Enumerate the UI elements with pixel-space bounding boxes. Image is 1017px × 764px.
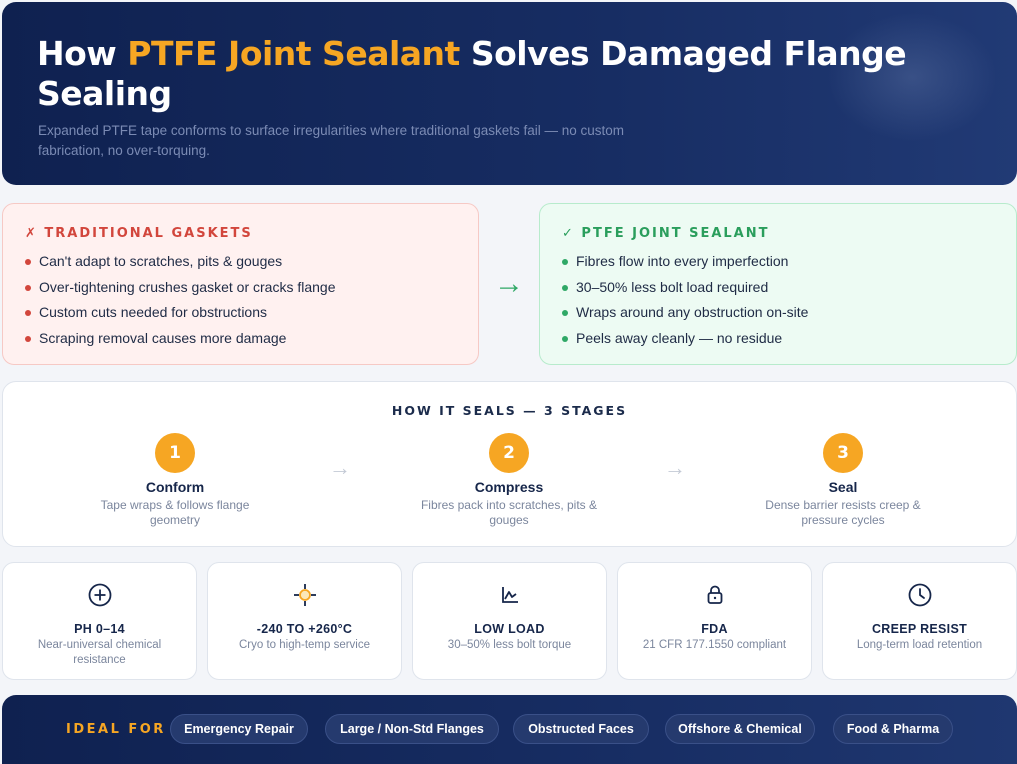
stages-heading: HOW IT SEALS — 3 STAGES — [391, 403, 628, 418]
feature-temperature: -240 TO +260°C Cryo to high-temp service — [207, 562, 402, 680]
list-item: Peels away cleanly — no residue — [562, 326, 994, 352]
arrow-right-icon: → — [329, 455, 351, 480]
feature-ph: PH 0–14 Near-universal chemical resistan… — [2, 562, 197, 680]
ptfe-sealant-panel: ✓ PTFE JOINT SEALANT Fibres flow into ev… — [539, 203, 1017, 365]
arrow-right-icon: → — [664, 455, 686, 480]
ptfe-list: Fibres flow into every imperfection 30–5… — [562, 249, 994, 351]
stage-number-badge: 1 — [155, 433, 195, 473]
feature-description: Long-term load retention — [856, 639, 983, 651]
feature-title: LOW LOAD — [474, 622, 545, 636]
feature-description: Cryo to high-temp service — [238, 639, 371, 651]
feature-title: FDA — [701, 622, 728, 636]
ideal-for-bar: IDEAL FOR Emergency Repair Large / Non-S… — [2, 695, 1017, 764]
stage-seal: 3 Seal Dense barrier resists creep & pre… — [748, 433, 938, 528]
hero-glow — [827, 12, 997, 142]
hero-banner: How PTFE Joint Sealant Solves Damaged Fl… — [2, 2, 1017, 185]
list-item: Can't adapt to scratches, pits & gouges — [25, 249, 456, 275]
tag-emergency-repair[interactable]: Emergency Repair — [170, 714, 308, 744]
feature-creep-resist: CREEP RESIST Long-term load retention — [822, 562, 1017, 680]
ideal-for-label: IDEAL FOR — [66, 722, 166, 737]
tag-large-flanges[interactable]: Large / Non-Std Flanges — [325, 714, 499, 744]
traditional-list: Can't adapt to scratches, pits & gouges … — [25, 249, 456, 351]
list-item: Custom cuts needed for obstructions — [25, 300, 456, 326]
list-item: Fibres flow into every imperfection — [562, 249, 994, 275]
stage-conform: 1 Conform Tape wraps & follows flange ge… — [80, 433, 270, 528]
stage-title: Conform — [145, 479, 205, 495]
list-item: Wraps around any obstruction on-site — [562, 300, 994, 326]
traditional-heading: ✗ TRADITIONAL GASKETS — [25, 226, 253, 241]
clock-icon — [908, 583, 931, 607]
list-item: 30–50% less bolt load required — [562, 275, 994, 301]
stage-description: Tape wraps & follows flange geometry — [100, 498, 250, 527]
stage-description: Fibres pack into scratches, pits & gouge… — [420, 498, 598, 527]
tag-obstructed-faces[interactable]: Obstructed Faces — [513, 714, 649, 744]
list-item: Scraping removal causes more damage — [25, 326, 456, 352]
lock-icon — [707, 585, 722, 604]
sealing-stages-card: HOW IT SEALS — 3 STAGES 1 Conform Tape w… — [2, 381, 1017, 547]
traditional-gaskets-panel: ✗ TRADITIONAL GASKETS Can't adapt to scr… — [2, 203, 479, 365]
stage-compress: 2 Compress Fibres pack into scratches, p… — [414, 433, 604, 528]
stage-number-badge: 3 — [823, 433, 863, 473]
stage-number-badge: 2 — [489, 433, 529, 473]
page-title: How PTFE Joint Sealant Solves Damaged Fl… — [37, 34, 907, 113]
arrow-right-icon: → — [494, 267, 524, 300]
stage-title: Compress — [474, 479, 544, 495]
list-item: Over-tightening crushes gasket or cracks… — [25, 275, 456, 301]
feature-title: CREEP RESIST — [871, 622, 968, 636]
feature-description: Near-universal chemical resistance — [37, 639, 162, 666]
stage-description: Dense barrier resists creep & pressure c… — [765, 498, 921, 527]
tag-food-pharma[interactable]: Food & Pharma — [833, 714, 953, 744]
ptfe-heading: ✓ PTFE JOINT SEALANT — [562, 226, 770, 241]
temperature-icon — [293, 584, 316, 606]
feature-description: 30–50% less bolt torque — [447, 639, 572, 651]
load-chart-icon — [501, 587, 518, 603]
stage-title: Seal — [828, 479, 858, 495]
feature-title: PH 0–14 — [74, 622, 125, 636]
feature-description: 21 CFR 177.1550 compliant — [642, 639, 787, 651]
title-accent: PTFE Joint Sealant — [127, 34, 460, 73]
feature-title: -240 TO +260°C — [256, 622, 353, 636]
feature-low-load: LOW LOAD 30–50% less bolt torque — [412, 562, 607, 680]
plus-circle-icon — [88, 583, 111, 607]
tag-offshore-chemical[interactable]: Offshore & Chemical — [665, 714, 815, 744]
page-subtitle: Expanded PTFE tape conforms to surface i… — [38, 123, 625, 158]
feature-fda: FDA 21 CFR 177.1550 compliant — [617, 562, 812, 680]
